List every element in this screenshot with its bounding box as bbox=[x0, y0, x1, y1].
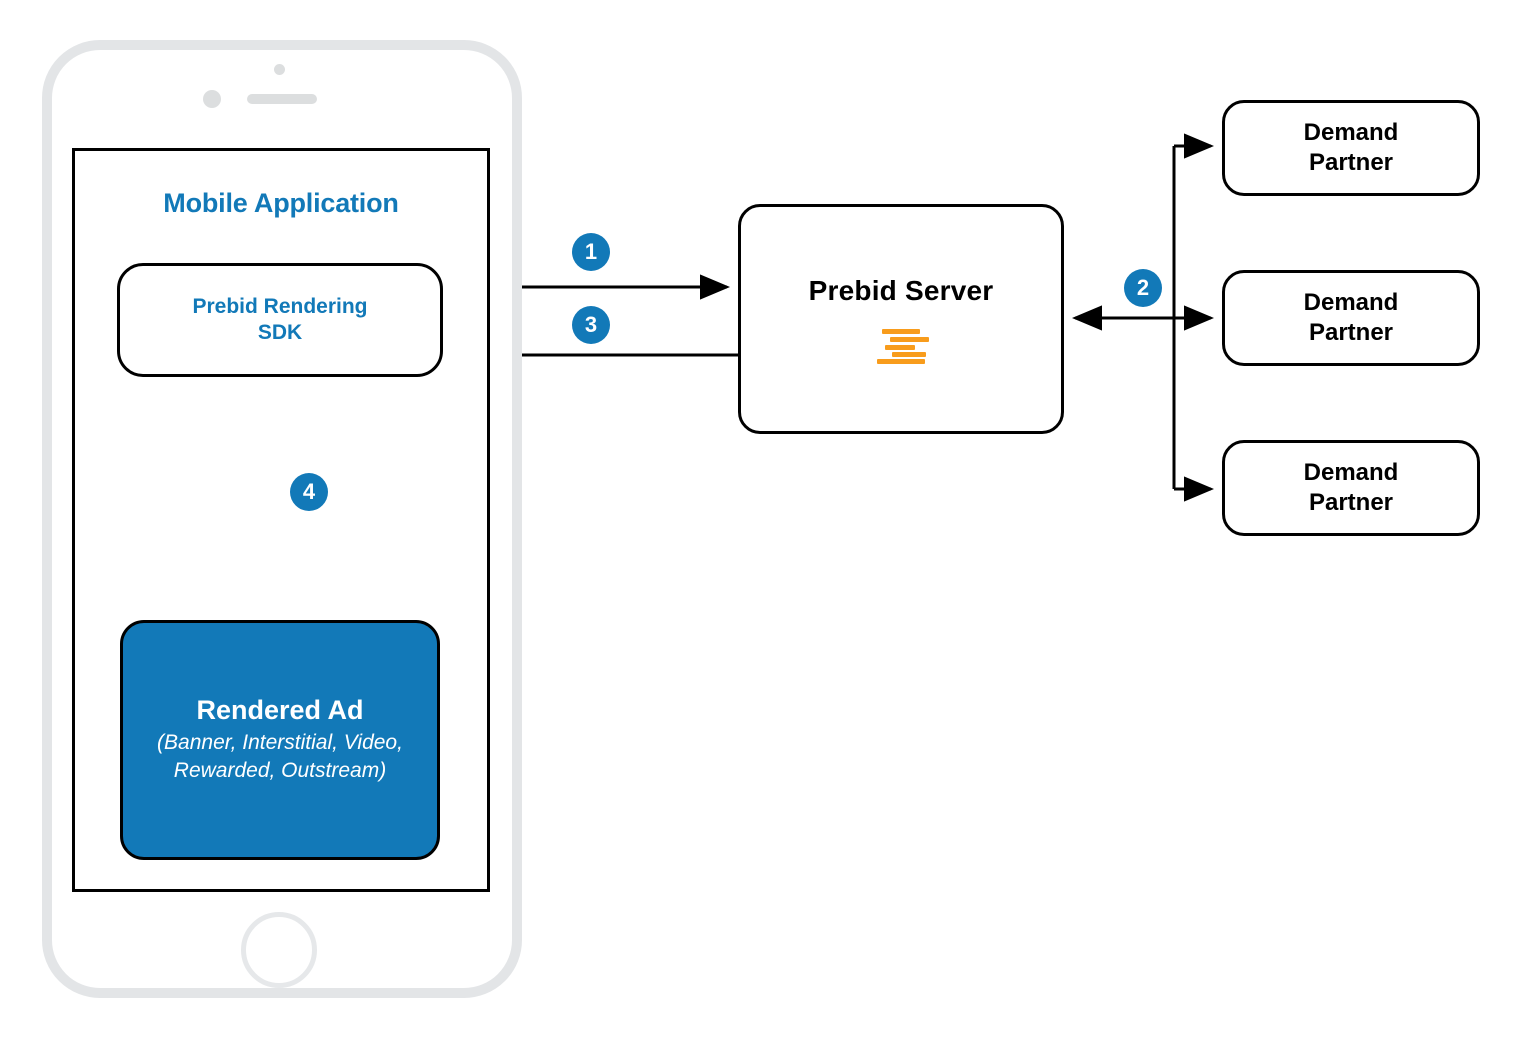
step-badge-3: 3 bbox=[572, 306, 610, 344]
prebid-logo-icon bbox=[873, 327, 929, 364]
demand-partner-2-line2: Partner bbox=[1308, 319, 1394, 346]
demand-partner-1-line2: Partner bbox=[1308, 149, 1394, 176]
mobile-application-title: Mobile Application bbox=[163, 188, 399, 218]
node-demand-partner-1[interactable]: Demand Partner bbox=[1222, 100, 1480, 196]
demand-partner-1-line1: Demand bbox=[1303, 119, 1399, 146]
node-prebid-rendering-sdk[interactable]: Prebid Rendering SDK bbox=[117, 263, 443, 377]
home-button-icon[interactable] bbox=[241, 912, 317, 988]
arrow-step-2 bbox=[1072, 133, 1214, 502]
demand-partner-3-line1: Demand bbox=[1303, 459, 1399, 486]
demand-partner-3-line2: Partner bbox=[1308, 489, 1394, 516]
rendered-ad-title: Rendered Ad bbox=[196, 695, 364, 726]
node-demand-partner-2[interactable]: Demand Partner bbox=[1222, 270, 1480, 366]
rendered-ad-subtitle-line2: Rewarded, Outstream) bbox=[173, 759, 387, 783]
step-badge-4: 4 bbox=[290, 473, 328, 511]
sdk-label-line2: SDK bbox=[257, 321, 303, 344]
speaker-grill-icon bbox=[247, 94, 317, 104]
camera-dot-icon bbox=[274, 64, 285, 75]
sdk-label-line1: Prebid Rendering bbox=[192, 294, 368, 318]
step-badge-2: 2 bbox=[1124, 269, 1162, 307]
proximity-sensor-icon bbox=[203, 90, 221, 108]
node-rendered-ad[interactable]: Rendered Ad (Banner, Interstitial, Video… bbox=[120, 620, 440, 860]
rendered-ad-subtitle-line1: (Banner, Interstitial, Video, bbox=[157, 730, 403, 754]
node-demand-partner-3[interactable]: Demand Partner bbox=[1222, 440, 1480, 536]
step-badge-1: 1 bbox=[572, 233, 610, 271]
prebid-server-label: Prebid Server bbox=[808, 275, 994, 306]
node-prebid-server[interactable]: Prebid Server bbox=[738, 204, 1064, 434]
demand-partner-2-line1: Demand bbox=[1303, 289, 1399, 316]
